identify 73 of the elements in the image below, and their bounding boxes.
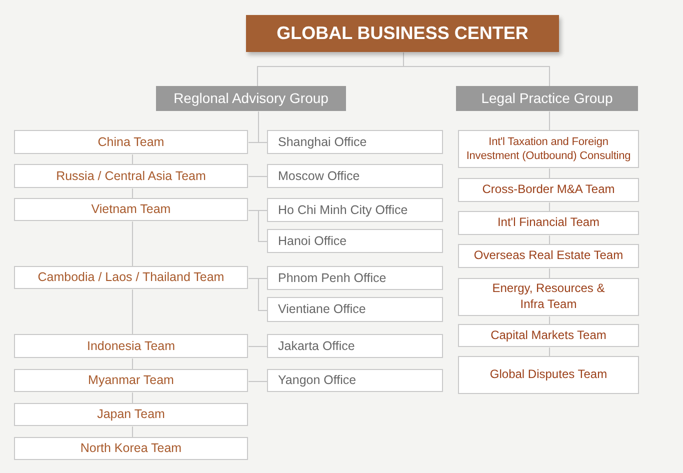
connector-line (132, 154, 133, 165)
unit-name: Overseas Real Estate Team (474, 248, 624, 264)
connector-line (549, 235, 550, 245)
unit-name: Shanghai Office (278, 134, 367, 150)
unit-name: Vietnam Team (91, 201, 171, 218)
team-box (14, 437, 248, 460)
group-header-box (456, 86, 638, 111)
office-box (267, 229, 443, 253)
connector-line (248, 381, 268, 382)
connector-line (132, 358, 133, 370)
team-box (14, 334, 248, 358)
connector-line (549, 168, 550, 179)
unit-name: Russia / Central Asia Team (56, 168, 206, 184)
unit-name: Int'l Taxation and Foreign Investment (Outbound) Consulting (465, 134, 632, 164)
unit-name: Int'l Financial Team (497, 215, 600, 231)
team-box (14, 369, 248, 392)
team-box (14, 164, 248, 188)
connector-line (248, 176, 268, 177)
connector-line (132, 188, 133, 199)
connector-line (248, 210, 268, 242)
unit-name: GLOBAL BUSINESS CENTER (276, 22, 528, 45)
office-box (267, 369, 443, 392)
office-box (267, 164, 443, 188)
team-box (14, 130, 248, 154)
unit-name: Hanoi Office (278, 232, 347, 250)
unit-name: Japan Team (97, 406, 165, 423)
team-box (458, 278, 639, 316)
office-box (267, 198, 443, 222)
connector-line (549, 347, 550, 357)
unit-name: Jakarta Office (278, 338, 355, 354)
unit-name: Energy, Resources & Infra Team (491, 281, 606, 313)
unit-name: North Korea Team (80, 440, 182, 457)
unit-name: Global Disputes Team (490, 367, 608, 383)
team-box (458, 178, 639, 202)
unit-name: Vientiane Office (278, 301, 366, 318)
head-unit-box (246, 15, 559, 52)
team-box (14, 266, 248, 289)
office-box (267, 266, 443, 290)
connector-line (549, 111, 550, 131)
connector-line (248, 346, 268, 347)
office-box (267, 130, 443, 154)
connector-line (549, 202, 550, 212)
unit-name: Cambodia / Laos / Thailand Team (38, 269, 224, 286)
unit-name: Yangon Office (278, 372, 356, 389)
unit-name: Capital Markets Team (490, 328, 606, 344)
office-box (267, 297, 443, 322)
team-box (458, 324, 639, 347)
unit-name: China Team (98, 134, 164, 150)
connector-line (248, 142, 268, 143)
connector-line (132, 426, 133, 438)
connector-line (549, 316, 550, 325)
unit-name: Phnom Penh Office (278, 270, 386, 286)
team-box (458, 211, 639, 235)
unit-name: Moscow Office (278, 168, 360, 184)
group-header-box (156, 86, 346, 111)
unit-name: Ho Chi Minh City Office (278, 202, 408, 218)
connector-line (132, 289, 133, 335)
team-box (14, 403, 248, 426)
team-box (458, 244, 639, 268)
connector-line (403, 52, 550, 87)
unit-name: Indonesia Team (86, 338, 176, 354)
connector-line (132, 221, 133, 267)
unit-name: Legal Practice Group (481, 89, 613, 108)
connector-line (132, 392, 133, 404)
unit-name: Myanmar Team (88, 372, 174, 389)
connector-line (549, 268, 550, 279)
team-box (14, 198, 248, 221)
unit-name: Cross-Border M&A Team (482, 182, 615, 198)
connector-line (248, 278, 268, 311)
team-box (458, 356, 639, 394)
unit-name: Reglonal Advisory Group (174, 89, 328, 108)
office-box (267, 334, 443, 358)
team-box (458, 130, 639, 168)
